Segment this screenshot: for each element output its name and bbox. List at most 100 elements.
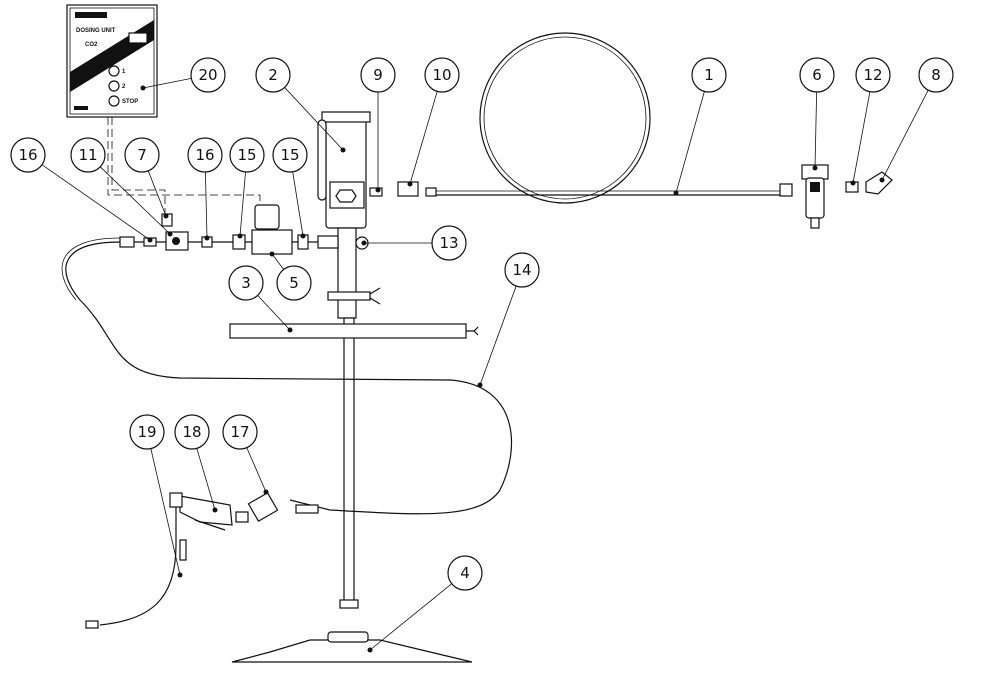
callout-circle — [272, 137, 308, 173]
callout-circle — [129, 414, 165, 450]
callout-13: 13 — [361, 225, 467, 261]
callout-circle — [229, 137, 265, 173]
product-hose — [65, 241, 513, 515]
leader-dot — [375, 187, 381, 193]
leader-line — [205, 171, 208, 239]
drum-cover — [229, 323, 467, 339]
callout-number: 19 — [137, 423, 156, 441]
callout-circle — [447, 555, 483, 591]
leader-dot — [879, 177, 885, 183]
leader-line — [257, 295, 291, 331]
callout-2: 2 — [255, 57, 346, 153]
leader-dot — [850, 180, 856, 186]
box-title: DOSING UNIT — [76, 28, 116, 34]
signal-cable — [107, 117, 261, 205]
leader-line — [409, 91, 438, 185]
callout-12: 12 — [850, 57, 891, 186]
leader-dot — [163, 213, 169, 219]
callout-circle — [504, 252, 540, 288]
leader-line — [284, 87, 344, 151]
callout-circle — [855, 57, 891, 93]
callout-15: 15 — [229, 137, 265, 239]
callout-circle — [431, 225, 467, 261]
leader-line — [99, 166, 171, 235]
leader-dot — [407, 181, 413, 187]
leader-dot — [340, 147, 346, 153]
callout-circle — [187, 137, 223, 173]
callout-circle — [174, 414, 210, 450]
leader-line — [142, 77, 192, 89]
leader-dot — [269, 251, 275, 257]
callout-number: 10 — [432, 66, 451, 84]
leader-line — [196, 448, 216, 511]
button-2[interactable] — [108, 80, 120, 92]
button-1[interactable] — [108, 65, 120, 77]
callout-14: 14 — [477, 252, 540, 388]
drum-base — [231, 631, 473, 663]
callout-circle — [276, 265, 312, 301]
callout-11: 11 — [70, 137, 173, 237]
callout-number: 20 — [198, 66, 217, 84]
callout-number: 3 — [241, 274, 251, 292]
callout-6: 6 — [799, 57, 835, 171]
leader-dot — [300, 233, 306, 239]
callout-16: 16 — [10, 137, 153, 243]
leader-line — [150, 448, 181, 576]
leader-line — [814, 91, 818, 169]
callout-number: 13 — [439, 234, 458, 252]
leader-dot — [204, 235, 210, 241]
dosing-unit-control-box: DOSING UNIT CO2 1 2 STOP — [66, 4, 158, 118]
callout-circle — [360, 57, 396, 93]
callout-5: 5 — [269, 251, 312, 301]
callout-number: 12 — [863, 66, 882, 84]
callout-15: 15 — [272, 137, 308, 239]
air-hose-coil — [479, 32, 651, 204]
callout-circle — [691, 57, 727, 93]
callout-1: 1 — [673, 57, 727, 196]
pump — [317, 111, 381, 609]
callout-circle — [70, 137, 106, 173]
callout-circle — [228, 265, 264, 301]
leader-dot — [212, 507, 218, 513]
callout-circle — [424, 57, 460, 93]
callout-number: 16 — [195, 146, 214, 164]
leader-dot — [140, 85, 146, 91]
callout-17: 17 — [222, 414, 269, 495]
button-stop[interactable] — [108, 95, 120, 107]
svg-text:2: 2 — [122, 84, 126, 90]
leader-dot — [263, 489, 269, 495]
leader-line — [41, 164, 151, 241]
callout-number: 16 — [18, 146, 37, 164]
callout-number: 1 — [704, 66, 714, 84]
callout-number: 8 — [931, 66, 941, 84]
leader-dot — [167, 231, 173, 237]
callout-number: 2 — [268, 66, 278, 84]
callout-19: 19 — [129, 414, 183, 578]
callout-circle — [918, 57, 954, 93]
callout-3: 3 — [228, 265, 293, 333]
air-regulator — [779, 164, 893, 229]
callout-circle — [10, 137, 46, 173]
callout-number: 14 — [512, 261, 531, 279]
callout-16: 16 — [187, 137, 223, 241]
callout-18: 18 — [174, 414, 218, 513]
leader-line — [852, 91, 871, 184]
callout-4: 4 — [367, 555, 483, 653]
callout-number: 17 — [230, 423, 249, 441]
callout-number: 9 — [373, 66, 383, 84]
dispensing-gun — [85, 492, 319, 629]
leader-dot — [237, 233, 243, 239]
svg-text:STOP: STOP — [122, 99, 138, 105]
leader-line — [881, 89, 929, 181]
leader-dot — [361, 240, 367, 246]
callout-number: 11 — [78, 146, 97, 164]
leader-dot — [812, 165, 818, 171]
callout-circle — [124, 137, 160, 173]
callout-number: 15 — [280, 146, 299, 164]
solenoid-valve — [254, 204, 280, 230]
leader-line — [147, 170, 167, 217]
callout-circle — [255, 57, 291, 93]
leader-line — [239, 171, 246, 237]
leader-line — [675, 91, 705, 194]
